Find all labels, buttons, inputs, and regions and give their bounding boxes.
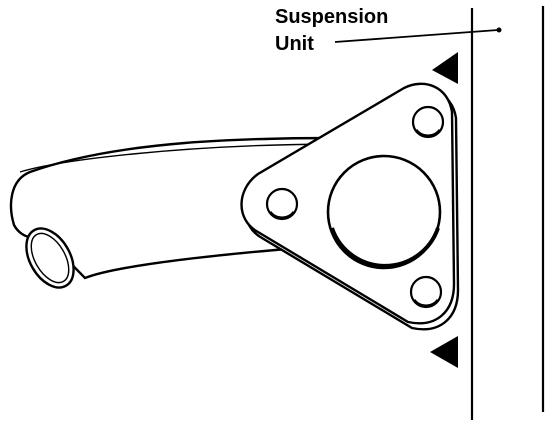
tube-open-end-inner xyxy=(30,232,70,284)
bolt-hole-bottom xyxy=(409,275,443,309)
bolt-hole-left xyxy=(265,187,299,221)
callout-leader-dot xyxy=(496,27,502,33)
arrow-upper-icon xyxy=(432,52,458,84)
arm-tube xyxy=(9,136,340,280)
arrow-lower-icon xyxy=(430,336,458,368)
arm-tube-highlight xyxy=(19,143,333,173)
callout-label-line1: Suspension xyxy=(275,6,388,28)
bolt-hole-top xyxy=(411,105,445,139)
central-hub xyxy=(326,154,442,270)
callout-leader-line xyxy=(334,29,499,43)
callout-label-line2: Unit xyxy=(275,33,314,55)
